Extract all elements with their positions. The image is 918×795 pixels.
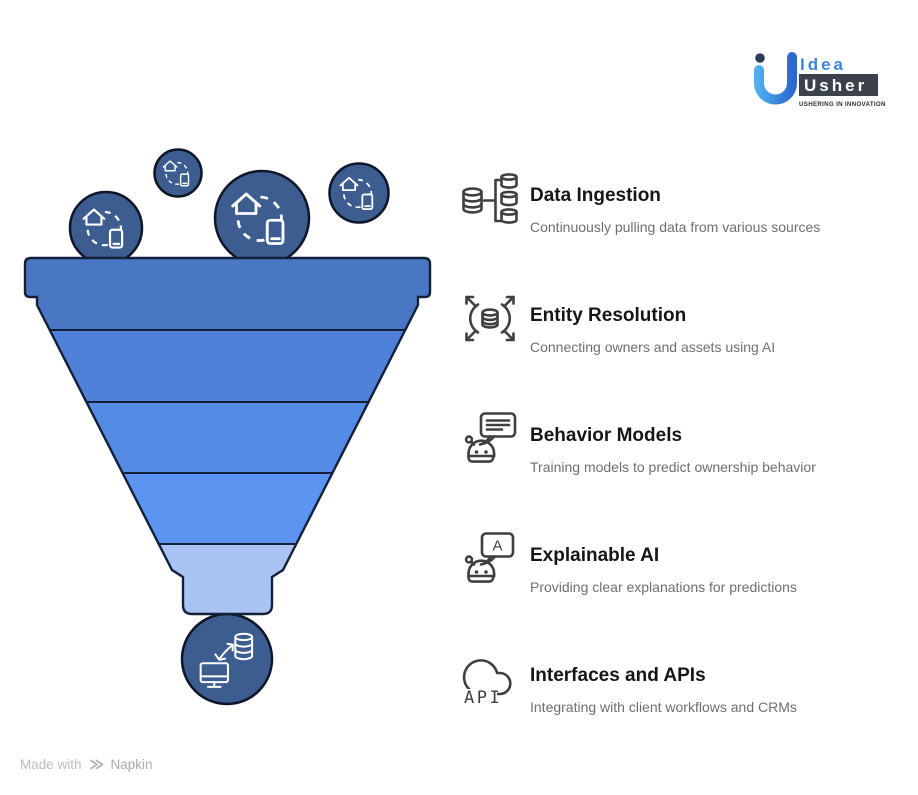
robot-explanation-icon: A [464,532,515,583]
stage-title: Interfaces and APIs [530,665,706,686]
stage-title: Behavior Models [530,425,683,446]
funnel-diagram [23,148,432,706]
napkin-brand: Napkin [110,757,153,772]
logo-u-mark [754,52,797,105]
napkin-logo-icon [89,759,103,770]
stage-description: Connecting owners and assets using AI [530,339,776,355]
funnel-band-5 [25,544,430,614]
stage-item-behavior-models: Behavior Models Training models to predi… [462,400,882,518]
database-sources-icon [462,173,518,224]
cloud-api-icon: API [462,659,512,708]
letter-a-glyph: A [492,538,502,555]
stage-title: Entity Resolution [530,305,687,326]
stage-item-interfaces-apis: API Interfaces and APIs Integrating with… [462,640,882,758]
logo-tagline: USHERING IN INNOVATION [799,101,886,108]
logo-brand-bottom: Usher [804,76,867,95]
funnel-band-2 [25,330,430,402]
made-with-napkin: Made with Napkin [20,757,153,772]
outlet-bubble [180,612,274,706]
logo-i-dot [755,53,765,63]
data-bubble [153,148,203,198]
funnel-bands [25,258,430,614]
stage-description: Training models to predict ownership beh… [530,459,816,475]
stage-title: Explainable AI [530,545,660,566]
funnel-band-1 [25,258,430,330]
funnel-band-3 [25,402,430,473]
input-bubbles [68,148,390,267]
logo-usher-box [799,74,878,96]
stage-description: Continuously pulling data from various s… [530,219,821,235]
logo-brand-top: Idea [800,55,846,74]
made-with-label: Made with [20,757,82,772]
idea-usher-logo: Idea Usher USHERING IN INNOVATION [754,52,886,108]
funnel-band-4 [25,473,430,544]
stage-description: Integrating with client workflows and CR… [530,699,797,715]
funnel-outline [23,256,432,616]
data-bubble [213,169,311,267]
stage-item-entity-resolution: Entity Resolution Connecting owners and … [462,280,882,398]
stage-item-data-ingestion: Data Ingestion Continuously pulling data… [462,160,882,278]
stage-description: Providing clear explanations for predict… [530,579,797,595]
stage-item-explainable-ai: A Explainable AI Providing clear explana… [462,520,882,638]
data-bubble [328,162,390,224]
entity-expand-icon [465,295,515,342]
robot-chat-icon [464,412,517,463]
data-bubble [68,190,144,266]
stage-title: Data Ingestion [530,185,661,206]
api-label: API [464,688,502,708]
